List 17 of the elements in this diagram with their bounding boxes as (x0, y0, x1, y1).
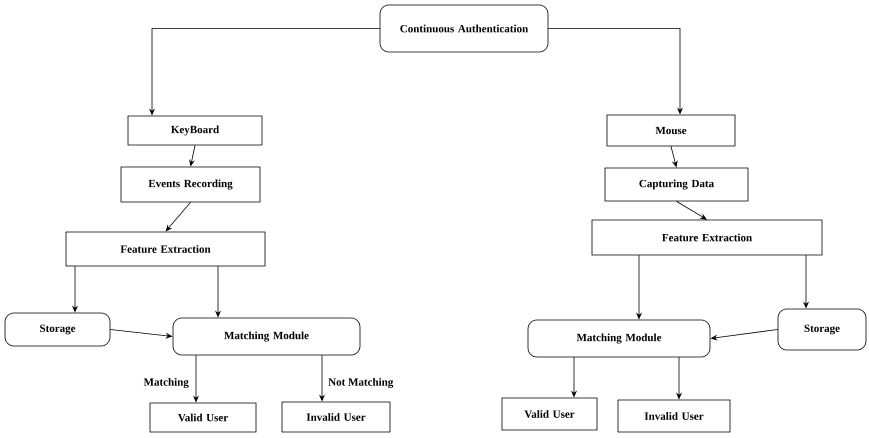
edge-label: Matching (144, 378, 189, 388)
process-box: Events Recording (120, 166, 260, 202)
rounded-box: Continuous Authentication (380, 4, 548, 52)
process-box: Mouse (606, 114, 736, 146)
process-box: KeyBoard (128, 116, 262, 146)
rounded-box: Storage (778, 308, 866, 350)
process-box: Invalid User (282, 402, 390, 432)
process-box: Feature Extraction (66, 232, 266, 266)
process-box: Valid User (502, 398, 598, 430)
edge-label: Not Matching (328, 378, 394, 388)
rounded-box: Matching Module (528, 320, 710, 358)
rounded-box: Storage (4, 312, 110, 346)
process-box: Valid User (150, 402, 256, 432)
rounded-box: Matching Module (172, 318, 360, 356)
process-box: Invalid User (618, 400, 730, 432)
process-box: Feature Extraction (592, 220, 822, 256)
process-box: Capturing Data (604, 168, 748, 202)
